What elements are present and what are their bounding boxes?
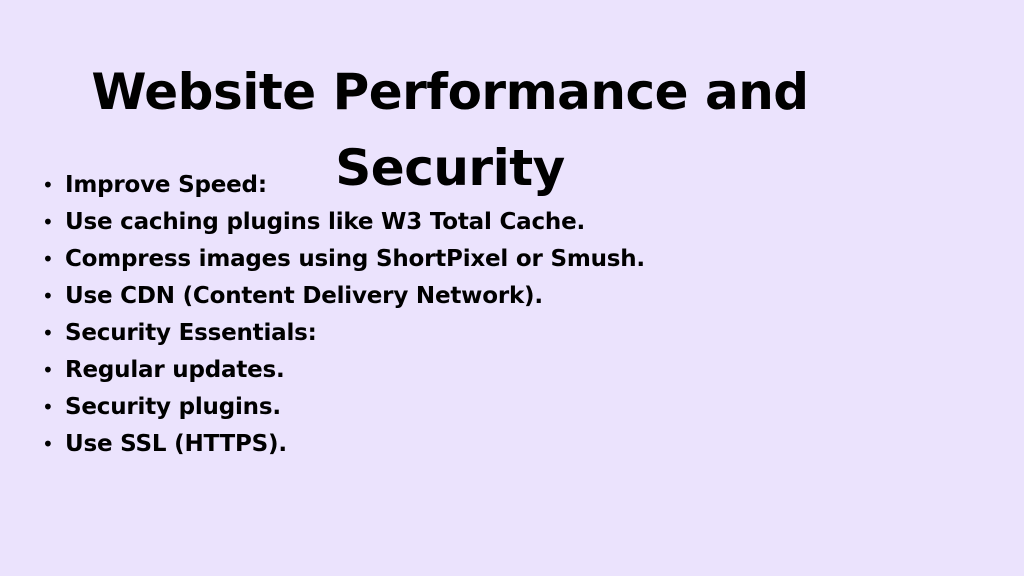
list-item: • Improve Speed: (40, 167, 645, 204)
bullet-dot-icon: • (42, 247, 54, 271)
bullet-dot-icon: • (42, 210, 54, 234)
bullet-dot-icon: • (42, 358, 54, 382)
bullet-text: Use SSL (HTTPS). (65, 431, 287, 457)
bullet-text: Use caching plugins like W3 Total Cache. (65, 209, 586, 235)
bullet-dot-icon: • (42, 173, 54, 197)
bullet-text: Security plugins. (65, 394, 281, 420)
list-item: • Use CDN (Content Delivery Network). (40, 278, 645, 315)
list-item: • Security Essentials: (40, 315, 645, 352)
bullet-text: Improve Speed: (65, 172, 267, 198)
bullet-list: • Improve Speed: • Use caching plugins lik… (40, 167, 645, 463)
bullet-text: Security Essentials: (65, 320, 317, 346)
list-item: • Security plugins. (40, 389, 645, 426)
bullet-dot-icon: • (42, 395, 54, 419)
list-item: • Use caching plugins like W3 Total Cache… (40, 204, 645, 241)
bullet-dot-icon: • (42, 432, 54, 456)
bullet-dot-icon: • (42, 284, 54, 308)
slide-title: Website Performance and Security (91, 63, 809, 197)
list-item: • Use SSL (HTTPS). (40, 426, 645, 463)
list-item: • Regular updates. (40, 352, 645, 389)
bullet-dot-icon: • (42, 321, 54, 345)
bullet-text: Regular updates. (65, 357, 285, 383)
bullet-text: Compress images using ShortPixel or Smus… (65, 246, 645, 272)
bullet-text: Use CDN (Content Delivery Network). (65, 283, 543, 309)
list-item: • Compress images using ShortPixel or Smu… (40, 241, 645, 278)
